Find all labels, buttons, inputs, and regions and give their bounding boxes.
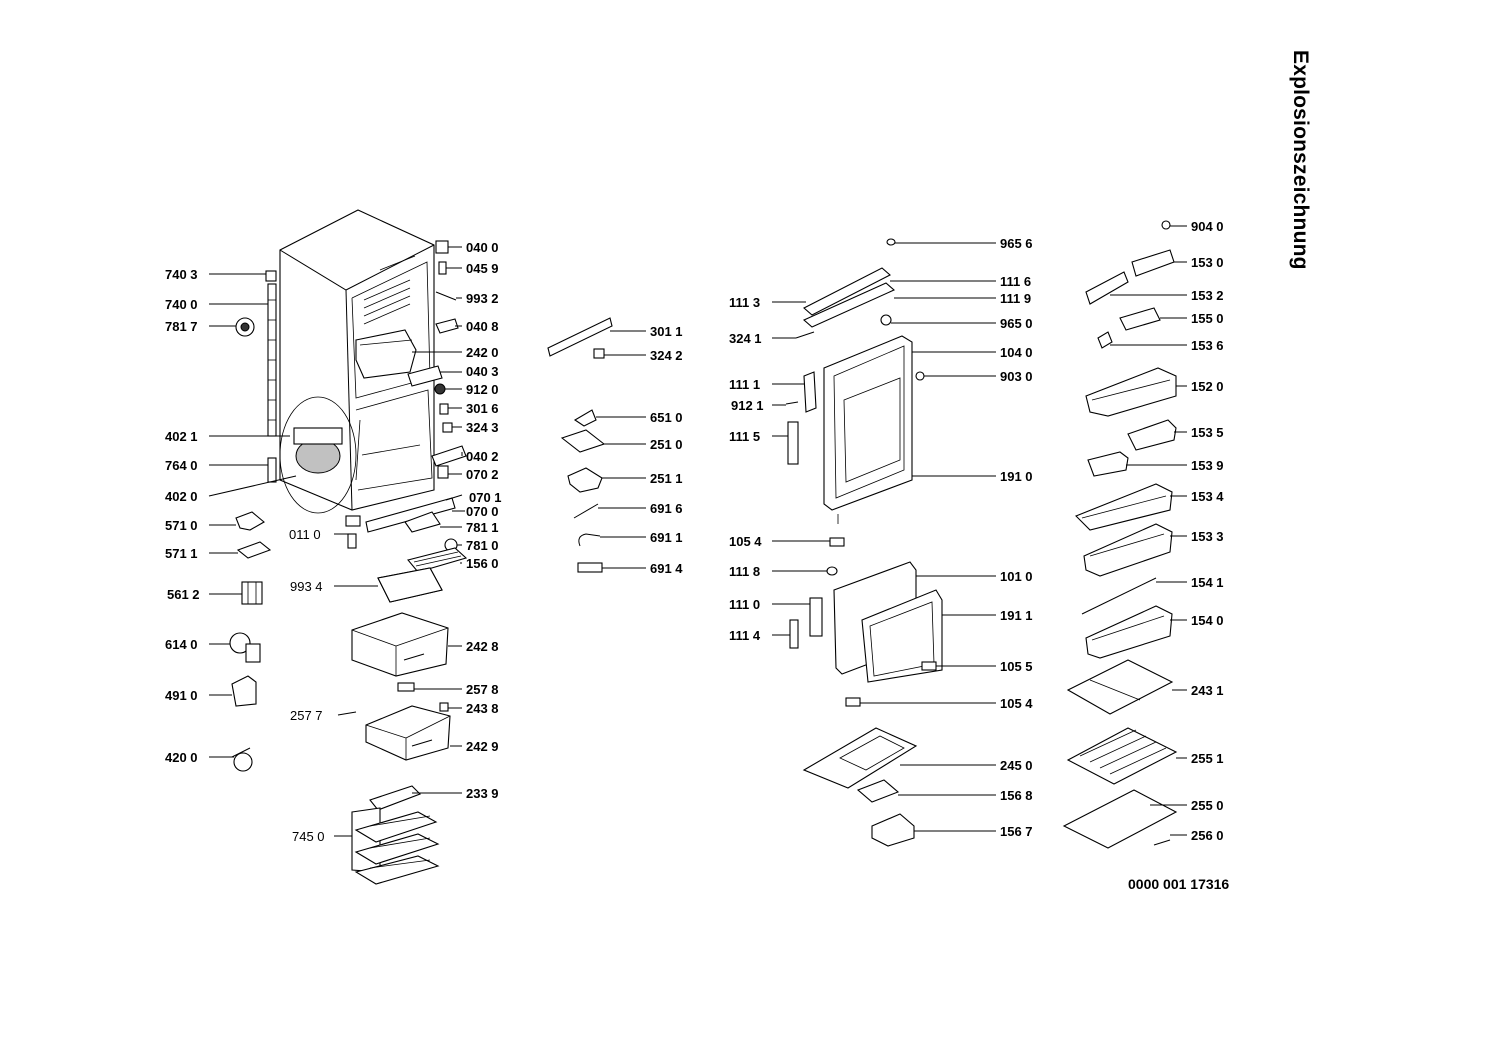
part-label: 301 1 xyxy=(650,324,683,339)
part-label: 242 8 xyxy=(466,639,499,654)
part-label: 965 6 xyxy=(1000,236,1033,251)
cabinet-drawing xyxy=(235,209,468,603)
part-label: 571 0 xyxy=(165,518,198,533)
part-label: 156 0 xyxy=(466,556,499,571)
part-label: 255 1 xyxy=(1191,751,1224,766)
part-label: 324 2 xyxy=(650,348,683,363)
leader-lines xyxy=(208,225,1187,837)
part-label: 243 8 xyxy=(466,701,499,716)
part-label: 040 8 xyxy=(466,319,499,334)
diagram-title: Explosionszeichnung xyxy=(1289,50,1312,270)
part-label: 040 3 xyxy=(466,364,499,379)
part-label: 104 0 xyxy=(1000,345,1033,360)
part-label: 233 9 xyxy=(466,786,499,801)
part-label: 571 1 xyxy=(165,546,198,561)
part-label: 070 0 xyxy=(466,504,499,519)
part-label: 255 0 xyxy=(1191,798,1224,813)
part-label: 402 0 xyxy=(165,489,198,504)
part-label: 691 1 xyxy=(650,530,683,545)
part-label: 191 0 xyxy=(1000,469,1033,484)
part-label: 740 0 xyxy=(165,297,198,312)
part-label: 257 8 xyxy=(466,682,499,697)
part-label: 070 1 xyxy=(469,490,502,505)
part-label: 257 7 xyxy=(290,708,323,723)
part-label: 324 3 xyxy=(466,420,499,435)
part-label: 111 3 xyxy=(729,295,760,310)
part-label: 153 0 xyxy=(1191,255,1224,270)
part-label: 965 0 xyxy=(1000,316,1033,331)
part-label: 491 0 xyxy=(165,688,198,703)
part-label: 243 1 xyxy=(1191,683,1224,698)
part-label: 156 7 xyxy=(1000,824,1033,839)
part-label: 105 5 xyxy=(1000,659,1033,674)
part-label: 155 0 xyxy=(1191,311,1224,326)
middle-parts-drawing xyxy=(547,317,613,573)
part-label: 040 0 xyxy=(466,240,499,255)
compressor-accessories xyxy=(229,511,272,772)
part-label: 324 1 xyxy=(729,331,762,346)
part-label: 153 6 xyxy=(1191,338,1224,353)
part-label: 614 0 xyxy=(165,637,198,652)
part-label: 045 9 xyxy=(466,261,499,276)
part-label: 904 0 xyxy=(1191,219,1224,234)
part-label: 781 1 xyxy=(466,520,499,535)
part-labels: 740 3 740 0 781 7 402 1 764 0 402 0 571 … xyxy=(165,219,1224,844)
part-label: 153 2 xyxy=(1191,288,1224,303)
part-label: 651 0 xyxy=(650,410,683,425)
part-label: 101 0 xyxy=(1000,569,1033,584)
part-label: 105 4 xyxy=(729,534,762,549)
part-label: 153 5 xyxy=(1191,425,1224,440)
part-label: 691 6 xyxy=(650,501,683,516)
part-label: 256 0 xyxy=(1191,828,1224,843)
part-label: 993 2 xyxy=(466,291,499,306)
part-label: 156 8 xyxy=(1000,788,1033,803)
part-label: 301 6 xyxy=(466,401,499,416)
shelves-drawing xyxy=(1062,220,1178,849)
drawers-drawing xyxy=(337,567,451,885)
doors-drawing xyxy=(785,238,943,847)
part-label: 764 0 xyxy=(165,458,198,473)
part-label: 561 2 xyxy=(167,587,200,602)
part-label: 251 1 xyxy=(650,471,683,486)
part-label: 242 9 xyxy=(466,739,499,754)
part-label: 111 9 xyxy=(1000,291,1031,306)
document-number: 0000 001 17316 xyxy=(1128,876,1230,892)
part-label: 105 4 xyxy=(1000,696,1033,711)
part-label: 740 3 xyxy=(165,267,198,282)
part-label: 011 0 xyxy=(289,527,321,542)
part-label: 154 0 xyxy=(1191,613,1224,628)
part-label: 111 8 xyxy=(729,564,760,579)
part-label: 245 0 xyxy=(1000,758,1033,773)
part-label: 251 0 xyxy=(650,437,683,452)
part-label: 111 1 xyxy=(729,377,760,392)
part-label: 781 7 xyxy=(165,319,198,334)
part-label: 242 0 xyxy=(466,345,499,360)
part-label: 691 4 xyxy=(650,561,683,576)
part-label: 153 3 xyxy=(1191,529,1224,544)
part-label: 070 2 xyxy=(466,467,499,482)
part-label: 191 1 xyxy=(1000,608,1033,623)
part-label: 912 1 xyxy=(731,398,764,413)
part-label: 903 0 xyxy=(1000,369,1033,384)
part-label: 420 0 xyxy=(165,750,198,765)
part-label: 781 0 xyxy=(466,538,499,553)
part-label: 402 1 xyxy=(165,429,198,444)
part-label: 912 0 xyxy=(466,382,499,397)
part-label: 111 0 xyxy=(729,597,760,612)
part-label: 993 4 xyxy=(290,579,323,594)
part-label: 152 0 xyxy=(1191,379,1224,394)
part-label: 153 4 xyxy=(1191,489,1224,504)
part-label: 154 1 xyxy=(1191,575,1224,590)
part-label: 745 0 xyxy=(292,829,325,844)
part-label: 111 6 xyxy=(1000,274,1031,289)
part-label: 111 5 xyxy=(729,429,760,444)
part-label: 153 9 xyxy=(1191,458,1224,473)
part-label: 040 2 xyxy=(466,449,499,464)
part-label: 111 4 xyxy=(729,628,761,643)
